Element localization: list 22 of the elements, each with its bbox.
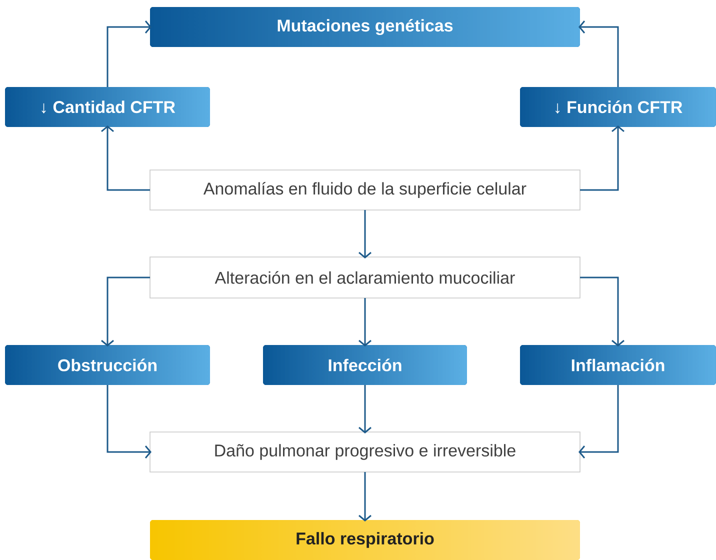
arrow — [101, 126, 150, 191]
arrow — [106, 20, 152, 87]
process-box: Obstrucción — [5, 345, 210, 385]
arrow — [580, 276, 624, 346]
arrow — [358, 298, 372, 346]
process-box: Inflamación — [520, 345, 716, 385]
arrow — [358, 472, 372, 522]
process-box: Infección — [263, 345, 467, 385]
arrow — [358, 210, 372, 258]
process-box: Mutaciones genéticas — [150, 7, 580, 47]
process-box: Alteración en el aclaramiento mucociliar — [150, 256, 580, 298]
arrow — [578, 20, 619, 87]
process-box: Daño pulmonar progresivo e irreversible — [150, 432, 580, 472]
process-box: ↓ Función CFTR — [520, 87, 716, 127]
outcome-box: Fallo respiratorio — [150, 520, 580, 560]
arrow — [580, 126, 624, 191]
process-box: Anomalías en fluido de la superficie celular — [150, 170, 580, 210]
arrow — [106, 385, 152, 458]
arrow — [358, 385, 372, 434]
arrow — [101, 276, 150, 346]
process-box: ↓ Cantidad CFTR — [5, 87, 210, 127]
arrow — [578, 385, 619, 458]
